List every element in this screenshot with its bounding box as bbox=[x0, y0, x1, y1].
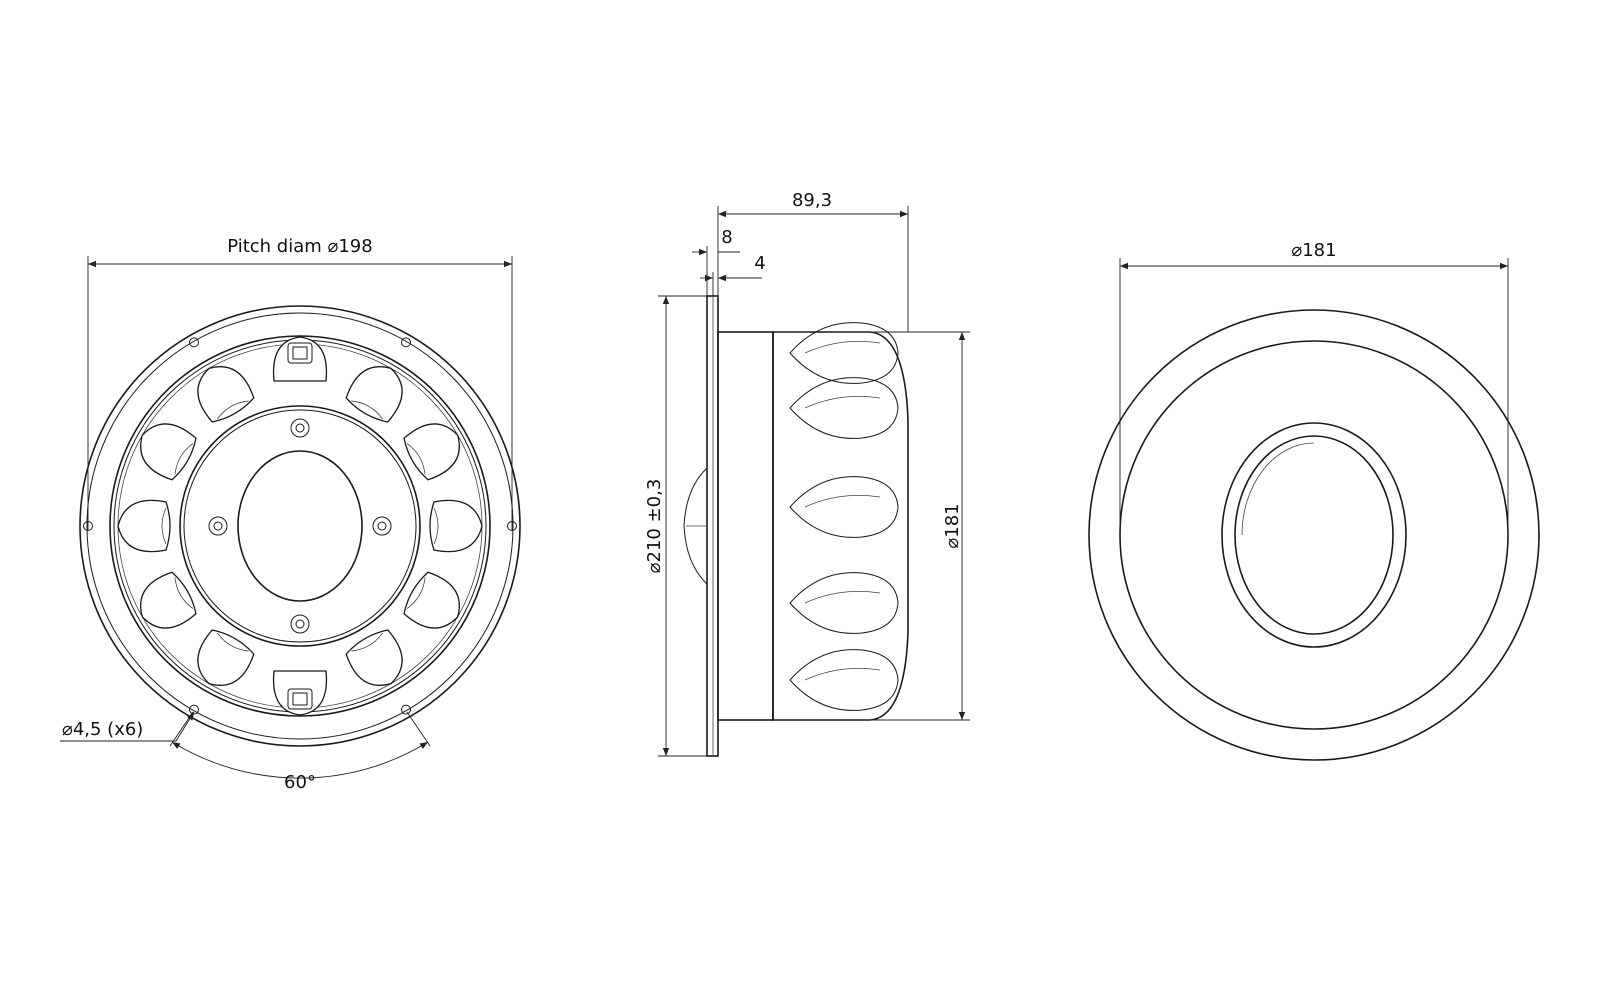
front-inner-ring bbox=[109, 335, 491, 717]
angle-label: 60° bbox=[284, 772, 316, 793]
pitch-diameter-label: Pitch diam ⌀198 bbox=[227, 236, 372, 257]
basket-lobe bbox=[429, 499, 483, 553]
rear-diameter-label: ⌀181 bbox=[1291, 240, 1336, 261]
side-heatsink bbox=[772, 331, 909, 721]
mounting-hole bbox=[189, 704, 199, 715]
front-basket-lobes bbox=[117, 336, 483, 716]
inner-thickness-label: 4 bbox=[754, 253, 765, 274]
rear-view: ⌀181 bbox=[1088, 240, 1540, 761]
side-flange bbox=[706, 295, 719, 757]
side-dome bbox=[683, 467, 708, 585]
body-diameter-label: ⌀181 bbox=[942, 503, 963, 548]
basket-lobe bbox=[345, 366, 403, 423]
side-fins bbox=[789, 322, 899, 711]
mounting-hole bbox=[401, 337, 411, 348]
flange-thickness-label: 8 bbox=[721, 227, 732, 248]
basket-lobe bbox=[140, 571, 197, 629]
front-mid-ring bbox=[179, 405, 421, 647]
heatsink-fin bbox=[789, 476, 899, 538]
basket-lobe bbox=[140, 423, 197, 481]
basket-lobe bbox=[403, 423, 460, 481]
rear-pole-oval-outer bbox=[1221, 422, 1407, 648]
front-view: Pitch diam ⌀198 ⌀4,5 (x6) 60° bbox=[60, 236, 521, 793]
heatsink-fin bbox=[789, 377, 899, 439]
heatsink-fin bbox=[789, 322, 899, 384]
basket-lobe bbox=[403, 571, 460, 629]
front-terminals bbox=[287, 342, 313, 710]
front-outer-ring-2 bbox=[86, 312, 514, 740]
side-magnet-body bbox=[717, 331, 774, 721]
outer-diameter-label: ⌀210 ±0,3 bbox=[644, 479, 665, 574]
rear-pole-oval-inner bbox=[1234, 435, 1394, 635]
basket-lobe bbox=[197, 629, 255, 686]
hole-diameter-label: ⌀4,5 (x6) bbox=[62, 719, 143, 740]
basket-lobe bbox=[197, 366, 255, 423]
rear-outer-circle bbox=[1088, 309, 1540, 761]
heatsink-fin bbox=[789, 649, 899, 711]
basket-lobe bbox=[117, 499, 171, 553]
basket-lobe bbox=[345, 629, 403, 686]
front-mid-ring-2 bbox=[183, 409, 417, 643]
front-inner-ring-3 bbox=[117, 343, 483, 709]
front-inner-screws bbox=[208, 418, 392, 634]
heatsink-fin bbox=[789, 572, 899, 634]
front-center-oval bbox=[237, 450, 363, 602]
mounting-hole bbox=[189, 337, 199, 348]
mounting-hole bbox=[401, 704, 411, 715]
rear-inner-circle bbox=[1119, 340, 1509, 730]
side-view: 89,3 8 4 ⌀210 ±0,3 ⌀181 bbox=[644, 190, 970, 757]
depth-label: 89,3 bbox=[792, 190, 832, 211]
